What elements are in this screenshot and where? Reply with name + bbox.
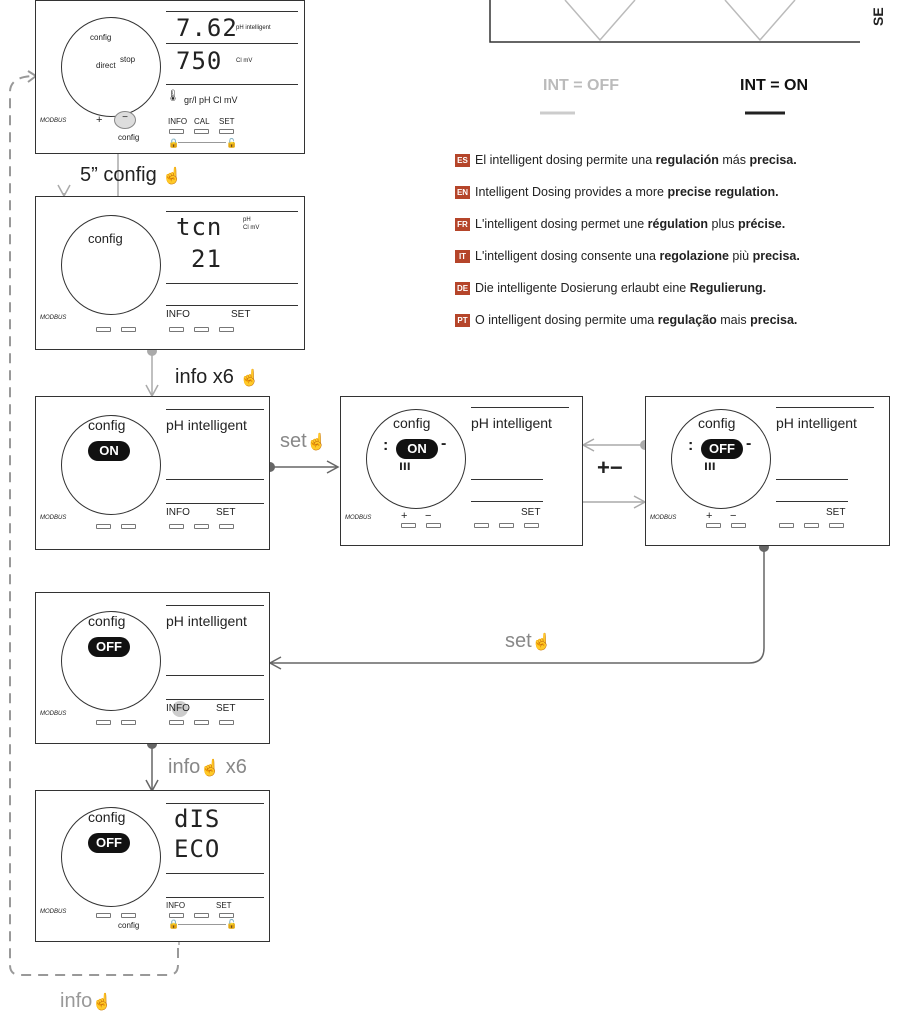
unlock-icon: 🔓 [226,138,238,148]
ph-intelligent-tag: pH intelligent [236,25,271,31]
hand-pointer-icon: ☝ [200,760,221,777]
cl-mv-tag: Cl mV [236,58,253,64]
eco-readout: ECO [174,835,221,863]
panel-dis-eco: config OFF dIS ECO MODBUS INFO SET confi… [35,790,270,942]
config-btn-label: config [118,921,140,930]
panel-config-tcn: config tcn pH Cl mV 21 MODBUS INFO SET [35,196,305,350]
minus-button-highlight[interactable]: − [114,111,136,129]
plus-button[interactable]: + [96,114,103,126]
set-button[interactable]: SET [216,703,236,714]
ph-intelligent-title: pH intelligent [776,415,857,431]
set-button[interactable]: SET [216,901,232,910]
on-badge: ON [396,439,438,459]
on-badge: ON [88,441,130,461]
config-label: config [88,231,123,246]
tcn-value: 21 [191,245,222,273]
side-text: SE [870,7,886,26]
step-5s-config: 5” config ☝ [80,164,183,186]
info-button-highlight[interactable] [172,701,188,717]
minus-button[interactable]: − [730,510,737,522]
config-label: config [90,33,112,42]
unlock-icon: 🔓 [226,919,238,929]
int-off-label: INT = OFF [543,77,619,94]
panel-blink-off: config OFF : - ııı pH intelligent MODBUS… [645,396,890,546]
off-badge: OFF [88,833,130,853]
tcn-readout: tcn [176,213,223,241]
control-ring[interactable] [61,17,161,117]
set-button[interactable]: SET [219,117,235,126]
cal-button[interactable]: CAL [194,117,210,126]
panel-blink-on: config ON : - ııı pH intelligent MODBUS … [340,396,583,546]
ph-tag: pH [243,217,251,223]
plus-button[interactable]: + [706,510,713,522]
plus-minus-label: +− [597,455,623,480]
direct-label: direct [96,61,116,70]
config-label: config [88,613,126,629]
blink-marks: : [383,437,389,454]
info-button[interactable]: INFO [168,117,188,126]
lock-icon: 🔒 [168,919,180,929]
minus-button[interactable]: − [425,510,432,522]
info-button[interactable]: INFO [166,901,186,910]
config-label: config [393,415,431,431]
config-label: config [88,809,126,825]
ph-intelligent-title: pH intelligent [166,417,247,433]
off-badge: OFF [701,439,743,459]
hand-pointer-icon: ☝ [92,994,113,1011]
config-label: config [88,417,126,433]
info-button[interactable]: INFO [166,703,190,714]
hand-pointer-icon: ☝ [162,168,183,185]
set-button[interactable]: SET [216,507,236,518]
step-info-x6-b: info☝ x6 [168,756,247,778]
units-row: gr/l pH Cl mV [184,95,238,105]
info-button[interactable]: INFO [166,507,190,518]
ph-intelligent-title: pH intelligent [166,613,247,629]
step-info-loop: info☝ [60,990,113,1012]
cl-readout: 750 [176,47,223,75]
dis-readout: dIS [174,805,221,833]
off-badge: OFF [88,637,130,657]
set-button[interactable]: SET [231,309,251,320]
cl-mv-tag: Cl mV [243,225,260,231]
config-btn-label: config [118,133,140,142]
lock-icon: 🔒 [168,138,180,148]
modbus-label: MODBUS [40,118,67,124]
panel-intelligent-on: config ON pH intelligent MODBUS INFO SET [35,396,270,550]
info-button[interactable]: INFO [166,309,190,320]
minus-label: − [122,112,128,123]
partial-panel [489,0,860,43]
config-label: config [698,415,736,431]
panel-intelligent-off: config OFF pH intelligent MODBUS INFO SE… [35,592,270,744]
plus-button[interactable]: + [401,510,408,522]
ph-intelligent-title: pH intelligent [471,415,552,431]
ph-readout: 7.62 [176,14,238,42]
step-info-x6: info x6 ☝ [175,366,260,388]
thermometer-icon: 🌡 [166,90,180,102]
int-on-label: INT = ON [740,77,809,94]
step-set-1: set☝ [280,430,327,452]
panel-main-display: config stop direct 7.62 pH intelligent 7… [35,0,305,154]
hand-pointer-icon: ☝ [531,634,552,651]
set-button[interactable]: SET [521,507,541,518]
hand-pointer-icon: ☝ [306,434,327,451]
hand-pointer-icon: ☝ [239,370,260,387]
loop-dashed-arrow [9,75,179,976]
set-button[interactable]: SET [826,507,846,518]
step-set-2: set☝ [505,630,552,652]
stop-label: stop [120,55,136,64]
